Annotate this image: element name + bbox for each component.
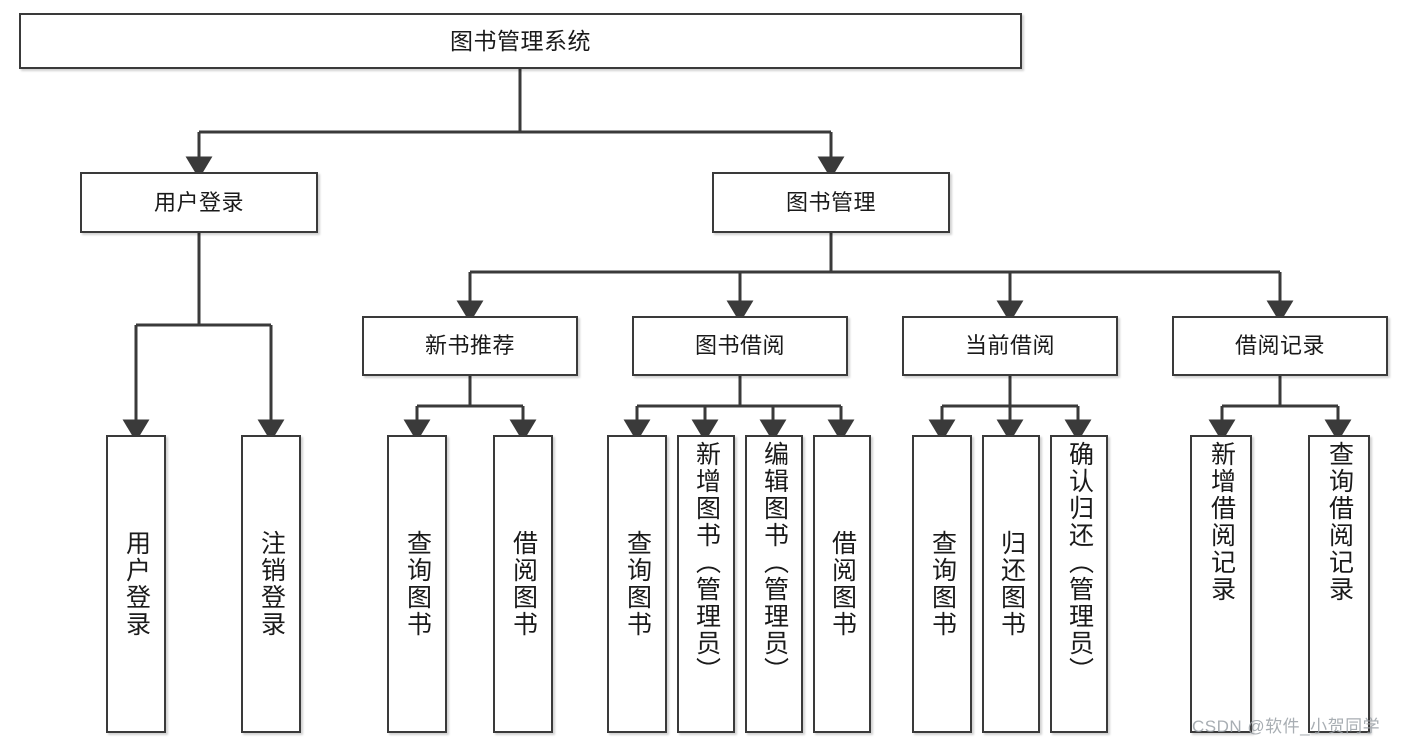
- node-leaf-borrow-query-book-label: 查询图书: [623, 530, 652, 638]
- node-leaf-record-add[interactable]: 新增借阅记录: [1190, 435, 1252, 733]
- node-book-borrow[interactable]: 图书借阅: [632, 316, 848, 376]
- node-leaf-borrow-edit-book-label: 编辑图书（管理员）: [760, 441, 789, 684]
- node-root-label: 图书管理系统: [450, 27, 591, 54]
- node-book-management-label: 图书管理: [785, 189, 876, 215]
- node-leaf-current-return-book[interactable]: 归还图书: [982, 435, 1040, 733]
- node-leaf-borrow-add-book[interactable]: 新增图书（管理员）: [677, 435, 735, 733]
- node-book-borrow-label: 图书借阅: [694, 333, 785, 359]
- node-leaf-current-query-book[interactable]: 查询图书: [912, 435, 972, 733]
- node-borrow-record[interactable]: 借阅记录: [1172, 316, 1388, 376]
- node-leaf-record-query-label: 查询借阅记录: [1325, 441, 1354, 603]
- node-borrow-record-label: 借阅记录: [1234, 333, 1325, 359]
- node-book-management[interactable]: 图书管理: [712, 172, 950, 233]
- node-new-book-recommend-label: 新书推荐: [424, 333, 515, 359]
- node-leaf-current-confirm-return[interactable]: 确认归还（管理员）: [1050, 435, 1108, 733]
- node-new-book-recommend[interactable]: 新书推荐: [362, 316, 578, 376]
- node-leaf-current-return-book-label: 归还图书: [997, 530, 1026, 638]
- node-leaf-borrow-query-book[interactable]: 查询图书: [607, 435, 667, 733]
- node-leaf-borrow-borrow-book[interactable]: 借阅图书: [813, 435, 871, 733]
- node-leaf-current-query-book-label: 查询图书: [928, 530, 957, 638]
- node-leaf-record-add-label: 新增借阅记录: [1207, 441, 1236, 603]
- node-current-borrow[interactable]: 当前借阅: [902, 316, 1118, 376]
- node-user-login-label: 用户登录: [153, 189, 244, 215]
- node-leaf-borrow-add-book-label: 新增图书（管理员）: [692, 441, 721, 684]
- node-leaf-newbook-query-book-label: 查询图书: [403, 530, 432, 638]
- node-leaf-logout[interactable]: 注销登录: [241, 435, 301, 733]
- node-leaf-logout-label: 注销登录: [257, 530, 286, 638]
- node-leaf-borrow-borrow-book-label: 借阅图书: [828, 530, 857, 638]
- node-leaf-record-query[interactable]: 查询借阅记录: [1308, 435, 1370, 733]
- node-leaf-user-login[interactable]: 用户登录: [106, 435, 166, 733]
- node-user-login[interactable]: 用户登录: [80, 172, 318, 233]
- node-leaf-newbook-query-book[interactable]: 查询图书: [387, 435, 447, 733]
- node-leaf-newbook-borrow-book[interactable]: 借阅图书: [493, 435, 553, 733]
- watermark: CSDN @软件_小贺同学: [1192, 717, 1381, 736]
- node-root[interactable]: 图书管理系统: [19, 13, 1022, 69]
- node-current-borrow-label: 当前借阅: [964, 333, 1055, 359]
- node-leaf-newbook-borrow-book-label: 借阅图书: [509, 530, 538, 638]
- node-leaf-borrow-edit-book[interactable]: 编辑图书（管理员）: [745, 435, 803, 733]
- node-leaf-current-confirm-return-label: 确认归还（管理员）: [1065, 441, 1094, 684]
- node-leaf-user-login-label: 用户登录: [122, 530, 151, 638]
